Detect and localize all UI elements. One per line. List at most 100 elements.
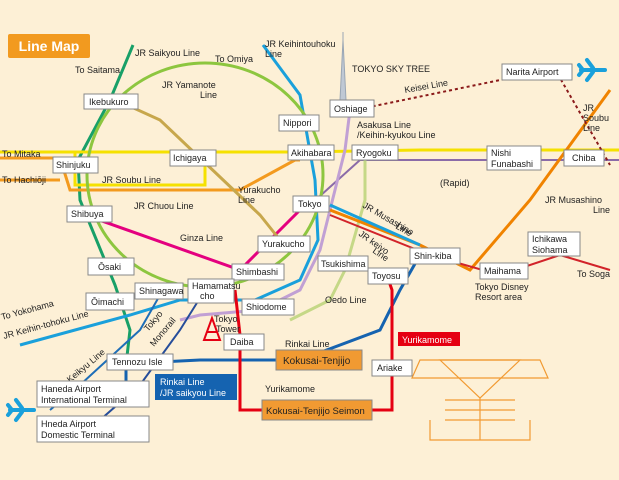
station-daiba[interactable]: Daiba	[223, 333, 265, 351]
svg-text:Domestic Terminal: Domestic Terminal	[41, 430, 115, 440]
svg-text:Tokyo: Tokyo	[298, 199, 322, 209]
svg-text:Nishi: Nishi	[491, 148, 511, 158]
station-ryogoku[interactable]: Ryogoku	[351, 144, 399, 161]
svg-text:Shinagawa: Shinagawa	[139, 286, 184, 296]
label-yurakucho-1: Yurakucho	[238, 185, 281, 195]
station-shimbashi[interactable]: Shimbashi	[231, 263, 285, 281]
label-jr-keihin-1: JR Keihintouhoku	[265, 39, 336, 49]
label-asakusa-1: Asakusa Line	[357, 120, 411, 130]
skytree-icon	[339, 32, 347, 101]
label-asakusa-2: /Keihin-kyukou Line	[357, 130, 436, 140]
label-to-saitama: To Saitama	[75, 65, 120, 75]
station-tsukishima[interactable]: Tsukishima	[317, 255, 369, 272]
station-tennozu[interactable]: Tennozu Isle	[106, 353, 174, 371]
station-shinkiba[interactable]: Shin-kiba	[409, 247, 461, 265]
station-oshiage[interactable]: Oshiage	[329, 99, 375, 118]
label-yurikamome: Yurikamome	[265, 384, 315, 394]
svg-text:Hamamatsu: Hamamatsu	[192, 281, 241, 291]
label-to-soga: To Soga	[577, 269, 610, 279]
station-oimachi[interactable]: Ōimachi	[85, 292, 135, 311]
station-tokyo[interactable]: Tokyo	[292, 195, 330, 213]
svg-text:Shimbashi: Shimbashi	[236, 267, 278, 277]
station-toyosu[interactable]: Toyosu	[367, 267, 409, 285]
label-tokyo-tower-1: Tokyo	[214, 314, 238, 324]
label-yurakucho-2: Line	[238, 195, 255, 205]
svg-text:Daiba: Daiba	[230, 337, 254, 347]
label-jr-musashino-right-1: JR Musashino	[545, 195, 602, 205]
stations: Ikebukuro Oshiage Narita Airport Nippori…	[36, 63, 605, 443]
svg-text:/JR saikyou Line: /JR saikyou Line	[160, 388, 226, 398]
label-to-omiya: To Omiya	[215, 54, 253, 64]
svg-text:Shin-kiba: Shin-kiba	[414, 251, 452, 261]
big-sight-icon	[411, 359, 549, 441]
label-jr-soubu-right-3: Line	[583, 123, 600, 133]
svg-text:Ikebukuro: Ikebukuro	[89, 97, 129, 107]
svg-text:Hneda Airport: Hneda Airport	[41, 419, 97, 429]
svg-text:Ōsaki: Ōsaki	[98, 262, 121, 272]
label-to-mitaka: To Mitaka	[2, 149, 41, 159]
keisei-line	[354, 77, 611, 166]
svg-text:Rinkai Line: Rinkai Line	[160, 377, 205, 387]
station-maihama[interactable]: Maihama	[479, 262, 529, 280]
station-shinagawa[interactable]: Shinagawa	[134, 282, 184, 300]
station-osaki[interactable]: Ōsaki	[87, 257, 135, 276]
svg-text:Shiodome: Shiodome	[246, 302, 287, 312]
label-jr-soubu-right-1: JR	[583, 103, 595, 113]
svg-text:Tsukishima: Tsukishima	[321, 259, 366, 269]
svg-text:Nippori: Nippori	[283, 118, 312, 128]
svg-text:Shibuya: Shibuya	[71, 209, 104, 219]
label-yamanote-2: Line	[200, 90, 217, 100]
airplane-icon	[577, 58, 607, 82]
svg-text:cho: cho	[200, 291, 215, 301]
station-kokusai-tenjijo[interactable]: Kokusai-Tenjijo	[275, 349, 363, 371]
musashino-line	[329, 89, 612, 272]
label-jr-musashino-right-2: Line	[593, 205, 610, 215]
label-rapid: (Rapid)	[440, 178, 470, 188]
label-to-hachioji: To Hachiōji	[2, 175, 46, 185]
svg-text:Yurikamome: Yurikamome	[402, 335, 452, 345]
station-ariake[interactable]: Ariake	[371, 359, 413, 377]
svg-text:Siohama: Siohama	[532, 245, 568, 255]
svg-text:Funabashi: Funabashi	[491, 159, 533, 169]
rinkai-saikyou-box: Rinkai Line /JR saikyou Line	[155, 374, 237, 400]
label-jr-soubu-right-2: Soubu	[583, 113, 609, 123]
station-narita[interactable]: Narita Airport	[501, 63, 573, 81]
station-shiodome[interactable]: Shiodome	[241, 298, 295, 316]
label-disney-1: Tokyo Disney	[475, 282, 529, 292]
svg-text:Maihama: Maihama	[484, 266, 521, 276]
station-kokusai-seimon[interactable]: Kokusai-Tenjijo Seimon	[261, 399, 373, 421]
svg-text:Kokusai-Tenjijo Seimon: Kokusai-Tenjijo Seimon	[266, 406, 365, 417]
station-shinjuku[interactable]: Shinjuku	[52, 156, 99, 174]
station-yurakucho[interactable]: Yurakucho	[257, 235, 311, 253]
label-oedo: Oedo Line	[325, 295, 367, 305]
label-jr-saikyou: JR Saikyou Line	[135, 48, 200, 58]
label-rinkai: Rinkai Line	[285, 339, 330, 349]
label-ginza: Ginza Line	[180, 233, 223, 243]
station-ikebukuro[interactable]: Ikebukuro	[83, 93, 139, 110]
svg-text:International Terminal: International Terminal	[41, 395, 127, 405]
label-yamanote-1: JR Yamanote	[162, 80, 216, 90]
label-jr-chuou: JR Chuou Line	[134, 201, 194, 211]
station-ichigaya[interactable]: Ichigaya	[169, 149, 217, 167]
svg-text:Yurakucho: Yurakucho	[262, 239, 305, 249]
tokyo-tower-icon	[202, 315, 222, 341]
svg-text:Narita Airport: Narita Airport	[506, 67, 559, 77]
yurakucho-line	[104, 93, 282, 241]
svg-text:Tennozu Isle: Tennozu Isle	[112, 357, 163, 367]
station-akihabara[interactable]: Akihabara	[287, 144, 335, 161]
svg-text:Chiba: Chiba	[572, 153, 596, 163]
svg-text:Ryogoku: Ryogoku	[356, 148, 392, 158]
station-nippori[interactable]: Nippori	[278, 114, 320, 132]
label-disney-2: Resort area	[475, 292, 522, 302]
station-shibuya[interactable]: Shibuya	[66, 205, 113, 223]
station-chiba[interactable]: Chiba	[563, 149, 605, 167]
svg-text:Kokusai-Tenjijo: Kokusai-Tenjijo	[283, 356, 351, 367]
label-skytree: TOKYO SKY TREE	[352, 64, 430, 74]
svg-text:Ariake: Ariake	[377, 363, 403, 373]
